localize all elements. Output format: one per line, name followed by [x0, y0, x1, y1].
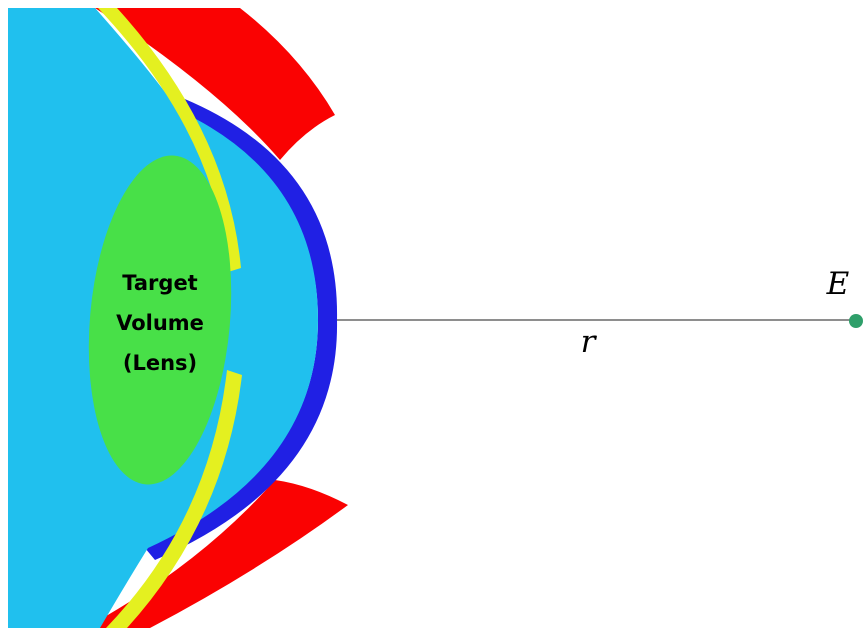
target-label-line3: (Lens) [123, 351, 197, 375]
point-e-label: E [826, 266, 850, 302]
point-e-marker [849, 314, 863, 328]
target-label-line1: Target [122, 271, 197, 295]
target-label-line2: Volume [116, 311, 204, 335]
radius-label: r [581, 324, 598, 360]
